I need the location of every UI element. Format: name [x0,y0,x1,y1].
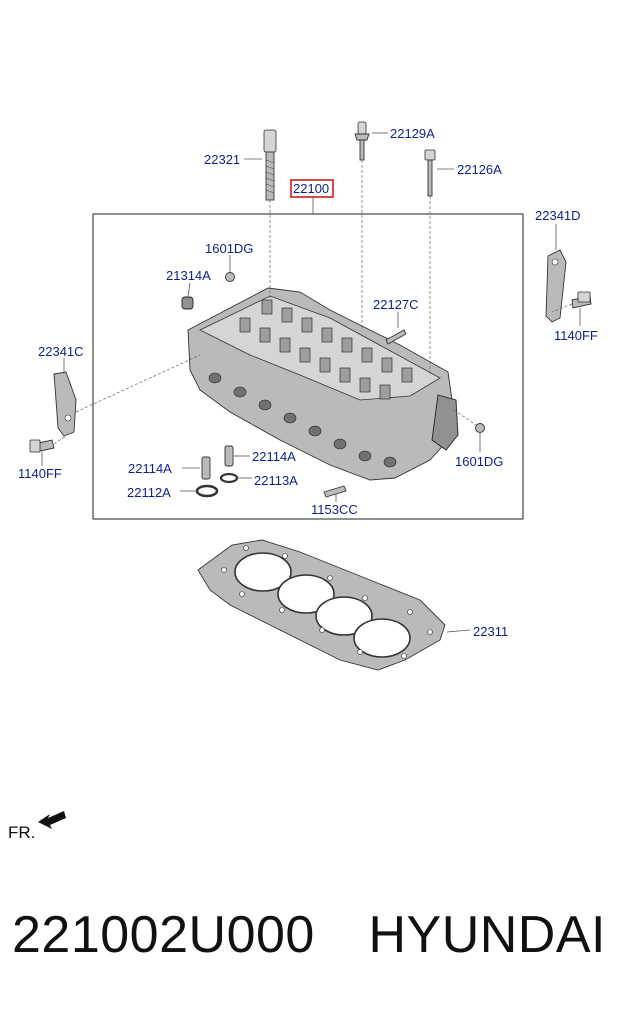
label-22114A-right[interactable]: 22114A [252,449,296,464]
dowel-22127C[interactable] [385,329,407,345]
part-number: 221002U000 [12,906,315,964]
bracket-22341D[interactable] [545,249,567,323]
label-22321[interactable]: 22321 [204,152,240,167]
washer-22112A[interactable] [195,484,219,498]
front-direction-arrow-icon [38,811,66,829]
label-22100[interactable]: 22100 [293,181,329,196]
label-1140FF-right[interactable]: 1140FF [554,328,598,343]
head-bolt-22321[interactable] [263,129,277,201]
label-22311[interactable]: 22311 [473,624,508,639]
cap-21314A[interactable] [181,296,194,310]
plug-1601DG-top[interactable] [225,272,235,282]
label-22112A[interactable]: 22112A [127,485,171,500]
label-1601DG-bottom[interactable]: 1601DG [455,454,503,469]
seal-22114A-left[interactable] [201,456,211,480]
label-22127C[interactable]: 22127C [373,297,419,312]
bolt-1140FF-right[interactable] [571,291,592,309]
label-22341D[interactable]: 22341D [535,208,581,223]
bolt-22126A[interactable] [424,149,436,197]
assembly-frame [92,213,524,520]
label-1601DG-top[interactable]: 1601DG [205,241,253,256]
label-22113A[interactable]: 22113A [254,473,298,488]
stud-1153CC[interactable] [323,485,347,498]
washer-22113A[interactable] [219,472,239,484]
label-22114A-left[interactable]: 22114A [128,461,172,476]
label-22126A[interactable]: 22126A [457,162,502,177]
highlight-box-22100 [290,179,334,198]
bolt-1140FF-left[interactable] [29,439,55,453]
head-gasket-22311[interactable] [197,539,446,671]
glow-plug-22129A[interactable] [354,121,370,161]
bracket-22341C[interactable] [53,371,77,437]
brand-name: HYUNDAI [368,906,606,964]
plug-1601DG-bottom[interactable] [475,423,485,433]
cylinder-head[interactable] [187,287,459,481]
label-21314A[interactable]: 21314A [166,268,211,283]
label-22129A[interactable]: 22129A [390,126,435,141]
label-1140FF-left[interactable]: 1140FF [18,466,62,481]
front-direction-label: FR. [8,823,35,842]
label-22341C[interactable]: 22341C [38,344,84,359]
label-1153CC[interactable]: 1153CC [311,502,358,517]
seal-22114A-right[interactable] [224,445,234,467]
